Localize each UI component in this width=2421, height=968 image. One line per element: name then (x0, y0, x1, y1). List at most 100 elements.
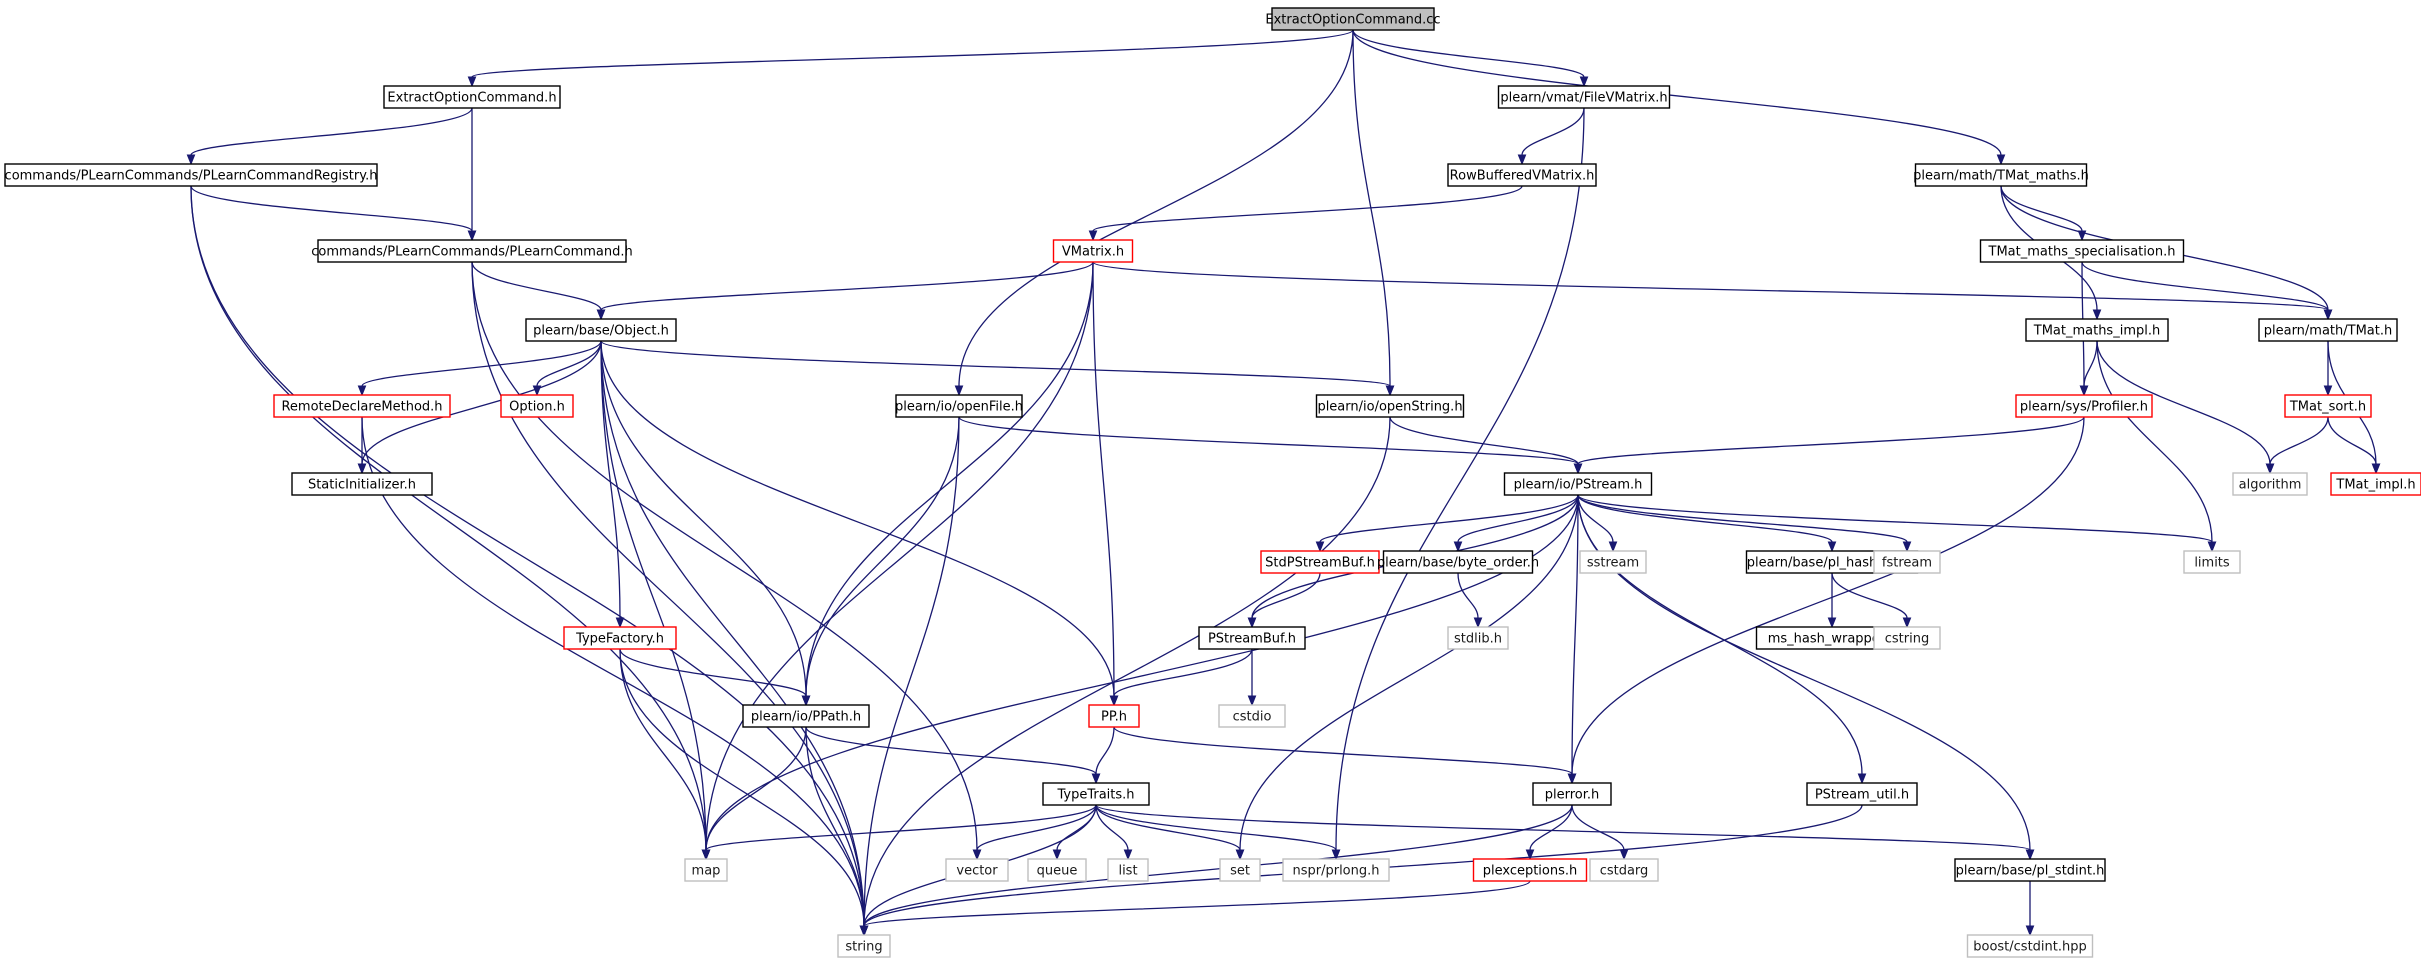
edge-plc-to-str (471, 261, 869, 937)
edge-line (2269, 416, 2329, 465)
node-box (317, 239, 627, 263)
node-stdint[interactable]: plearn/base/pl_stdint.h (1954, 858, 2106, 882)
node-box (4, 163, 378, 187)
edge-spb-to-psb (1247, 572, 1321, 629)
node-bo[interactable]: plearn/base/byte_order.h (1377, 550, 1539, 574)
node-timpl[interactable]: TMat_impl.h (2330, 472, 2421, 496)
edge-arrowhead (2025, 925, 2035, 937)
node-plex[interactable]: plexceptions.h (1472, 858, 1588, 882)
node-vmx[interactable]: VMatrix.h (1052, 239, 1134, 263)
node-box (2183, 550, 2241, 574)
edge-tmm-to-tms (2000, 185, 2087, 242)
edge-opf-to-ppath (801, 416, 960, 707)
edge-line (1577, 494, 2031, 851)
node-psu[interactable]: PStream_util.h (1806, 782, 1918, 806)
node-opf[interactable]: plearn/io/openFile.h (895, 394, 1023, 418)
node-alg: algorithm (2232, 472, 2308, 496)
node-reg[interactable]: commands/PLearnCommands/PLearnCommandReg… (4, 163, 378, 187)
edge-line (1335, 107, 1585, 851)
node-ops[interactable]: plearn/io/openString.h (1315, 394, 1465, 418)
node-label: plexceptions.h (1483, 864, 1578, 879)
node-root[interactable]: ExtractOptionCommand.cc (1265, 7, 1441, 31)
edge-tt-to-nspr (1095, 804, 1341, 861)
node-tsort[interactable]: TMat_sort.h (2284, 394, 2372, 418)
node-box (1954, 858, 2106, 882)
node-cstdio: cstdio (1218, 704, 1286, 728)
edge-tt-to-lst (1095, 804, 1133, 861)
node-label: StdPStreamBuf.h (1265, 556, 1375, 571)
node-plerr[interactable]: plerror.h (1532, 782, 1612, 806)
node-pp[interactable]: PP.h (1088, 704, 1140, 728)
node-opt[interactable]: Option.h (500, 394, 574, 418)
edge-root-to-opf (954, 29, 1354, 397)
node-tmm[interactable]: plearn/math/TMat_maths.h (1913, 163, 2089, 187)
node-eoch[interactable]: ExtractOptionCommand.h (383, 85, 561, 109)
node-box (1447, 626, 1509, 650)
node-msh[interactable]: ms_hash_wrapper.h (1755, 626, 1909, 650)
edge-line (805, 261, 1094, 697)
node-si[interactable]: StaticInitializer.h (291, 472, 433, 496)
node-box (1503, 472, 1653, 496)
node-tf[interactable]: TypeFactory.h (563, 626, 677, 650)
node-obj[interactable]: plearn/base/Object.h (525, 318, 677, 342)
node-label: commands/PLearnCommands/PLearnCommandReg… (5, 169, 378, 184)
edge-arrowhead (615, 617, 625, 629)
edge-tt-to-stdint (1095, 804, 2035, 861)
edge-ops-to-str (859, 416, 1391, 937)
edge-line (805, 416, 960, 697)
edge-line (1095, 804, 2031, 851)
edge-line (2000, 185, 2083, 232)
node-label: TypeFactory.h (575, 632, 664, 647)
node-label: sstream (1587, 556, 1639, 571)
edge-line (471, 29, 1354, 78)
edge-line (1457, 494, 1579, 543)
node-stdlib: stdlib.h (1447, 626, 1509, 650)
edge-line (1352, 29, 2002, 156)
node-pst[interactable]: plearn/io/PStream.h (1503, 472, 1653, 496)
node-tmi[interactable]: TMat_maths_impl.h (2025, 318, 2169, 342)
edge-obj-to-pp (600, 340, 1119, 707)
edge-vmx-to-obj (596, 261, 1094, 321)
edge-line (1095, 726, 1115, 775)
edge-reg-to-map (190, 185, 711, 861)
node-tms[interactable]: TMat_maths_specialisation.h (1979, 239, 2185, 263)
node-label: StaticInitializer.h (308, 478, 416, 493)
node-label: RowBufferedVMatrix.h (1450, 169, 1595, 184)
edge-rbv-to-vmx (1088, 185, 1523, 242)
edge-line (805, 726, 865, 927)
node-fvm[interactable]: plearn/vmat/FileVMatrix.h (1497, 85, 1671, 109)
node-plc[interactable]: commands/PLearnCommands/PLearnCommand.h (311, 239, 633, 263)
node-prof[interactable]: plearn/sys/Profiler.h (2015, 394, 2153, 418)
node-label: set (1230, 864, 1250, 879)
node-tt[interactable]: TypeTraits.h (1042, 782, 1150, 806)
edge-line (1095, 804, 1241, 851)
node-box (1873, 550, 1941, 574)
node-ppath[interactable]: plearn/io/PPath.h (742, 704, 870, 728)
node-label: limits (2194, 556, 2230, 571)
edge-arrowhead (1473, 617, 1483, 629)
edge-arrowhead (467, 230, 477, 242)
edge-arrowhead (954, 385, 964, 397)
node-spb[interactable]: StdPStreamBuf.h (1260, 550, 1380, 574)
edge-arrowhead (1996, 154, 2006, 166)
edge-tf-to-ppath (619, 648, 811, 707)
edge-pst-to-bo (1453, 494, 1579, 553)
node-tmat[interactable]: plearn/math/TMat.h (2258, 318, 2398, 342)
edge-line (1577, 494, 2213, 543)
edge-arrowhead (1902, 617, 1912, 629)
node-rbv[interactable]: RowBufferedVMatrix.h (1447, 163, 1597, 187)
node-box (1027, 858, 1087, 882)
edge-line (1571, 494, 1579, 775)
edge-root-to-ops (1352, 29, 1395, 397)
node-box (684, 858, 728, 882)
edge-line (600, 340, 1391, 387)
node-rdm[interactable]: RemoteDeclareMethod.h (273, 394, 451, 418)
node-box (2025, 318, 2169, 342)
edge-line (361, 416, 865, 927)
node-psb[interactable]: PStreamBuf.h (1198, 626, 1306, 650)
edge-line (1113, 648, 1253, 697)
node-label: fstream (1882, 556, 1932, 571)
edge-line (190, 185, 707, 851)
edge-tt-to-set (1095, 804, 1245, 861)
node-box (1315, 394, 1465, 418)
